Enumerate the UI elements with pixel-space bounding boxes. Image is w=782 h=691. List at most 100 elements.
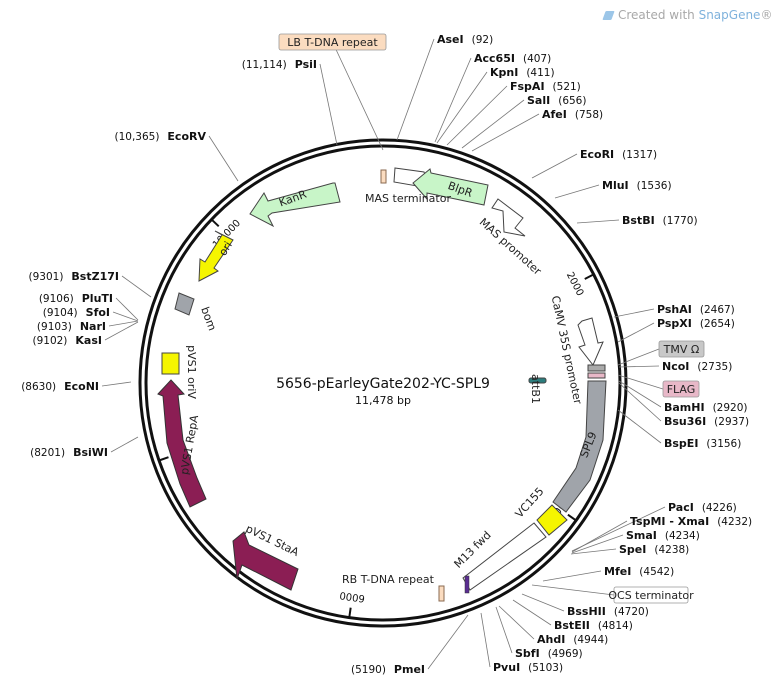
rb-tdna-repeat-feature[interactable] bbox=[438, 585, 445, 602]
site-name: AfeI bbox=[542, 108, 567, 121]
site-position: (92) bbox=[472, 34, 494, 46]
site-tspmi-xmai[interactable]: TspMI - XmaI(4232) bbox=[630, 515, 752, 528]
tick-label: 2000 bbox=[564, 270, 585, 298]
site-bstbi[interactable]: BstBI(1770) bbox=[622, 214, 698, 227]
site-bstz17i[interactable]: BstZ17I(9301) bbox=[29, 270, 120, 283]
site-fspai[interactable]: FspAI(521) bbox=[510, 80, 581, 93]
site-smai[interactable]: SmaI(4234) bbox=[626, 529, 700, 542]
site-leader-psii bbox=[319, 63, 338, 146]
site-name: Acc65I bbox=[474, 52, 515, 65]
site-leader-ncoi bbox=[618, 365, 660, 368]
site-position: (8630) bbox=[21, 381, 56, 393]
site-position: (9102) bbox=[32, 335, 67, 347]
site-acc65i[interactable]: Acc65I(407) bbox=[474, 52, 551, 65]
blpr-feature[interactable] bbox=[412, 168, 489, 206]
site-name: Bsu36I bbox=[664, 415, 706, 428]
site-leader-bstz17i bbox=[121, 275, 152, 298]
spl9-feature[interactable] bbox=[552, 380, 607, 513]
site-leader-acc65i bbox=[434, 57, 472, 143]
pvs1-staa-feature[interactable] bbox=[232, 531, 299, 591]
site-econi[interactable]: EcoNI(8630) bbox=[21, 380, 99, 393]
site-position: (10,365) bbox=[114, 131, 159, 143]
camv-35s-promoter-feature[interactable] bbox=[577, 317, 604, 366]
site-name: NcoI bbox=[662, 360, 689, 373]
vc155-feature[interactable] bbox=[536, 504, 568, 536]
plasmid-name: 5656-pEarleyGate202-YC-SPL9 bbox=[276, 376, 490, 392]
site-kasi[interactable]: KasI(9102) bbox=[32, 334, 102, 347]
site-pspxi[interactable]: PspXI(2654) bbox=[657, 317, 735, 330]
ori-feature[interactable] bbox=[198, 230, 234, 282]
feature-label-pvs1-oriv: pVS1 oriV bbox=[185, 345, 198, 399]
site-bamhi[interactable]: BamHI(2920) bbox=[664, 401, 748, 414]
attb1-feature[interactable] bbox=[528, 377, 547, 384]
site-sali[interactable]: SalI(656) bbox=[527, 94, 586, 107]
site-position: (656) bbox=[558, 95, 586, 107]
site-name: PacI bbox=[668, 501, 694, 514]
site-leader-ecorv bbox=[208, 135, 239, 182]
site-name: PvuI bbox=[493, 661, 520, 674]
site-pmei[interactable]: PmeI(5190) bbox=[351, 663, 425, 676]
site-ecorv[interactable]: EcoRV(10,365) bbox=[114, 130, 206, 143]
site-leader-bamhi bbox=[618, 380, 662, 408]
site-position: (9106) bbox=[39, 293, 74, 305]
watermark: Created with SnapGene® bbox=[602, 8, 773, 22]
site-nari[interactable]: NarI(9103) bbox=[37, 320, 106, 333]
tmv-omega-feature[interactable] bbox=[587, 364, 606, 372]
site-position: (411) bbox=[526, 67, 554, 79]
bom-feature[interactable] bbox=[174, 292, 195, 316]
mas-promoter-feature[interactable] bbox=[491, 198, 526, 237]
site-name: AhdI bbox=[537, 633, 565, 646]
flag-feature[interactable] bbox=[587, 372, 606, 379]
site-position: (4814) bbox=[598, 620, 633, 632]
site-bsshii[interactable]: BssHII(4720) bbox=[567, 605, 649, 618]
site-name: BstZ17I bbox=[71, 270, 119, 283]
site-kpni[interactable]: KpnI(411) bbox=[490, 66, 555, 79]
site-mfei[interactable]: MfeI(4542) bbox=[604, 565, 674, 578]
site-asei[interactable]: AseI (92) bbox=[437, 33, 493, 46]
site-ncoi[interactable]: NcoI(2735) bbox=[662, 360, 732, 373]
site-leader-pshai bbox=[613, 308, 655, 318]
kanr-feature[interactable] bbox=[249, 182, 341, 228]
site-name: AseI bbox=[437, 33, 464, 46]
site-bspei[interactable]: BspEI(3156) bbox=[664, 437, 741, 450]
tag-flag[interactable]: FLAG bbox=[662, 380, 700, 398]
site-leader-spei bbox=[570, 548, 617, 555]
tick-mark bbox=[584, 273, 595, 280]
plasmid-size: 11,478 bp bbox=[355, 394, 411, 407]
lb-tdna-repeat-feature[interactable] bbox=[380, 169, 387, 184]
watermark-suffix: ® bbox=[760, 8, 773, 22]
tag-tmv[interactable]: TMV Ω bbox=[658, 340, 705, 358]
site-name: PshAI bbox=[657, 303, 692, 316]
site-sfoi[interactable]: SfoI(9104) bbox=[43, 306, 110, 319]
site-leader-pspxi bbox=[617, 322, 655, 343]
tag-leader bbox=[617, 374, 664, 390]
site-ahdi[interactable]: AhdI(4944) bbox=[537, 633, 608, 646]
site-leader-bsiwi bbox=[110, 436, 139, 453]
site-spei[interactable]: SpeI(4238) bbox=[619, 543, 689, 556]
site-position: (4234) bbox=[665, 530, 700, 542]
site-psii[interactable]: PsiI(11,114) bbox=[242, 58, 317, 71]
site-pvui[interactable]: PvuI(5103) bbox=[493, 661, 563, 674]
site-pluti[interactable]: PluTI(9106) bbox=[39, 292, 113, 305]
oc-region-feature[interactable] bbox=[462, 522, 547, 591]
m13-fwd-feature[interactable] bbox=[464, 575, 470, 594]
feature-shapes bbox=[157, 167, 607, 602]
tick-mark bbox=[348, 607, 352, 618]
site-bsu36i[interactable]: Bsu36I(2937) bbox=[664, 415, 749, 428]
tag-box bbox=[658, 340, 705, 358]
site-bsteii[interactable]: BstEII(4814) bbox=[554, 619, 633, 632]
site-leader-bsteii bbox=[512, 599, 552, 626]
site-afei[interactable]: AfeI(758) bbox=[542, 108, 603, 121]
site-mlui[interactable]: MluI(1536) bbox=[602, 179, 672, 192]
site-sbfi[interactable]: SbfI(4969) bbox=[515, 647, 583, 660]
site-bsiwi[interactable]: BsiWI(8201) bbox=[30, 446, 108, 459]
site-leader-pvui bbox=[480, 612, 491, 668]
pvs1-repa-feature[interactable] bbox=[157, 379, 207, 508]
tag-lb-t-dna-repeat[interactable]: LB T-DNA repeat bbox=[278, 33, 387, 51]
site-paci[interactable]: PacI(4226) bbox=[668, 501, 737, 514]
site-pshai[interactable]: PshAI(2467) bbox=[657, 303, 735, 316]
pvs1-oriv-feature[interactable] bbox=[161, 352, 180, 375]
site-ecori[interactable]: EcoRI(1317) bbox=[580, 148, 657, 161]
site-position: (8201) bbox=[30, 447, 65, 459]
tag-ocs-terminator[interactable]: OCS terminator bbox=[608, 586, 694, 604]
